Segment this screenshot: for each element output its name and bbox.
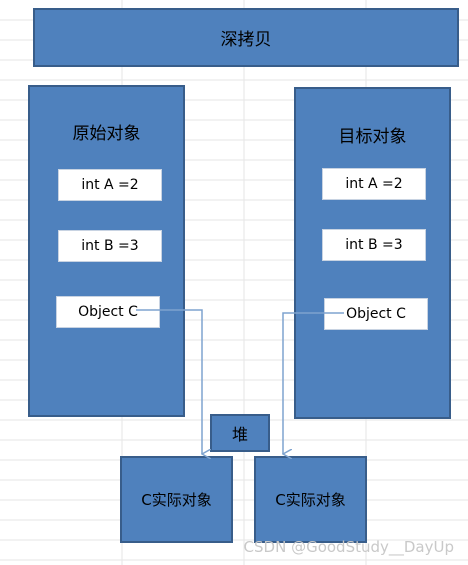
c-actual-object-target: C实际对象 <box>254 456 367 543</box>
diagram-title: 深拷贝 <box>33 8 459 67</box>
target-field-int-b: int B =3 <box>322 229 426 261</box>
target-reference-arrow <box>283 312 344 454</box>
source-field-int-b: int B =3 <box>58 230 162 262</box>
heap-label: 堆 <box>210 414 270 452</box>
source-field-object-c: Object C <box>56 296 160 328</box>
c-actual-object-source: C实际对象 <box>120 456 233 543</box>
target-field-int-a: int A =2 <box>322 168 426 200</box>
source-object-title: 原始对象 <box>72 124 141 144</box>
source-field-int-a: int A =2 <box>58 169 162 201</box>
source-object-panel: 原始对象 int A =2 int B =3 Object C <box>28 85 185 417</box>
c-actual-object-source-text: C实际对象 <box>141 491 212 509</box>
source-reference-arrow <box>136 309 202 454</box>
diagram-title-text: 深拷贝 <box>220 30 272 50</box>
target-field-object-c: Object C <box>324 298 428 330</box>
target-object-panel: 目标对象 int A =2 int B =3 Object C <box>294 87 451 419</box>
watermark: CSDN @GoodStudy__DayUp <box>243 538 454 556</box>
heap-label-text: 堆 <box>231 425 248 444</box>
c-actual-object-target-text: C实际对象 <box>275 491 346 509</box>
target-object-title: 目标对象 <box>338 127 407 147</box>
